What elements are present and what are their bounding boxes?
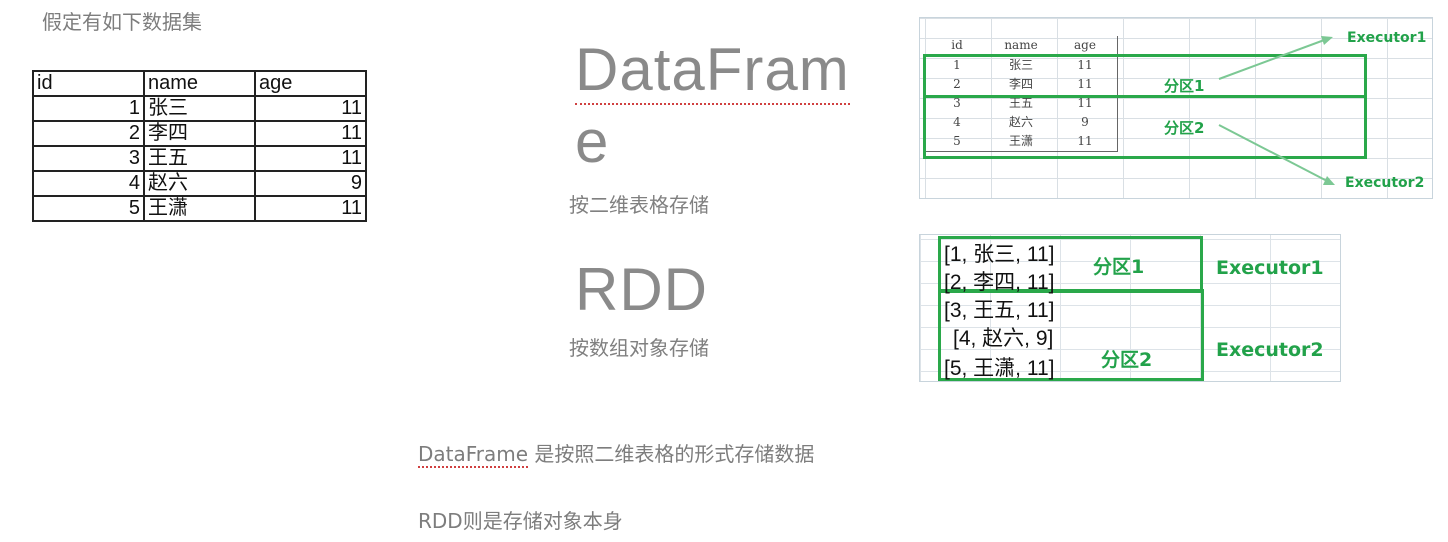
rdd-row: [4, 赵六, 9] <box>953 327 1054 350</box>
image-table-row: 4 赵六 9 <box>925 113 1118 132</box>
table-row: 4 赵六 9 <box>32 170 367 197</box>
cell-id: 2 <box>32 120 145 147</box>
image-cell: 李四 <box>1008 77 1033 91</box>
image-cell: 2 <box>953 77 961 91</box>
image-cell: 9 <box>1053 113 1118 132</box>
image-cell: 赵六 <box>1008 115 1033 129</box>
cell-age: 11 <box>254 195 367 222</box>
cell-age: 9 <box>254 170 367 197</box>
dataframe-heading-line1: DataFram <box>575 36 850 105</box>
intro-text: 假定有如下数据集 <box>42 10 202 34</box>
rdd-row: [5, 王潇, 11] <box>944 357 1055 380</box>
image-cell: 1 <box>953 58 961 72</box>
rdd-partition2-box <box>938 289 1204 381</box>
image-table-row: 1 张三 11 <box>925 55 1118 75</box>
cell-id: 3 <box>32 145 145 172</box>
note-dataframe-term: DataFrame <box>418 442 529 468</box>
table-row: 3 王五 11 <box>32 145 367 172</box>
executor-arrows <box>1218 36 1335 185</box>
dataframe-heading: DataFram e <box>575 34 850 178</box>
rdd-desc: 按数组对象存储 <box>569 336 709 360</box>
note-dataframe-text: 是按照二维表格的形式存储数据 <box>528 442 815 466</box>
header-age: age <box>254 70 367 97</box>
cell-id: 1 <box>32 95 145 122</box>
note-dataframe: DataFrame 是按照二维表格的形式存储数据 <box>418 438 815 468</box>
header-name: name <box>143 70 256 97</box>
partition1-label: 分区1 <box>1164 77 1205 95</box>
rdd-partition1-label: 分区1 <box>1093 256 1145 278</box>
header-id: id <box>32 70 145 97</box>
note-rdd: RDD则是存储对象本身 <box>418 509 623 533</box>
table-row: 2 李四 11 <box>32 120 367 147</box>
rdd-partition-image <box>919 234 1341 382</box>
arrow-head-icon <box>1323 176 1335 185</box>
rdd-executor1-label: Executor1 <box>1216 257 1324 279</box>
image-cell: 11 <box>1053 55 1118 75</box>
rdd-partition2-label: 分区2 <box>1101 349 1153 371</box>
cell-id: 4 <box>32 170 145 197</box>
arrow-to-executor2 <box>1218 124 1330 183</box>
cell-name: 王五 <box>143 145 256 172</box>
image-cell: 王五 <box>1008 96 1033 110</box>
dataframe-heading-line2: e <box>575 108 610 175</box>
executor1-label: Executor1 <box>1347 30 1427 46</box>
partition2-box <box>923 95 1367 159</box>
cell-age: 11 <box>254 120 367 147</box>
cell-name: 李四 <box>143 120 256 147</box>
cell-name: 张三 <box>143 95 256 122</box>
image-cell: 11 <box>1053 132 1118 152</box>
image-cell: 4 <box>953 115 961 129</box>
cell-age: 11 <box>254 145 367 172</box>
rdd-row: [3, 王五, 11] <box>944 299 1055 322</box>
arrow-head-icon <box>1321 36 1333 45</box>
dataframe-desc: 按二维表格存储 <box>569 193 709 217</box>
image-cell: 张三 <box>1008 58 1033 72</box>
arrow-to-executor1 <box>1218 38 1328 80</box>
rdd-executor2-label: Executor2 <box>1216 339 1324 361</box>
table-row: 1 张三 11 <box>32 95 367 122</box>
image-cell: 3 <box>953 96 961 110</box>
table-header-row: id name age <box>32 70 367 97</box>
rdd-heading: RDD <box>575 256 708 323</box>
table-row: 5 王潇 11 <box>32 195 367 222</box>
dataset-table: id name age 1 张三 11 2 李四 11 3 王五 11 4 赵六… <box>32 70 367 222</box>
image-cell: 王潇 <box>989 132 1053 152</box>
image-cell: 11 <box>1053 75 1118 94</box>
image-table-row: 2 李四 11 <box>925 75 1118 94</box>
image-cell: 11 <box>1053 94 1118 113</box>
cell-name: 王潇 <box>143 195 256 222</box>
image-table-row: 3 王五 11 <box>925 94 1118 113</box>
cell-age: 11 <box>254 95 367 122</box>
executor2-label: Executor2 <box>1345 175 1425 191</box>
cell-id: 5 <box>32 195 145 222</box>
image-cell: 5 <box>925 132 989 152</box>
rdd-row: [2, 李四, 11] <box>944 271 1055 294</box>
rdd-row: [1, 张三, 11] <box>944 243 1055 266</box>
partition2-label: 分区2 <box>1164 119 1205 137</box>
image-table-row: 5 王潇 11 <box>925 132 1118 152</box>
cell-name: 赵六 <box>143 170 256 197</box>
